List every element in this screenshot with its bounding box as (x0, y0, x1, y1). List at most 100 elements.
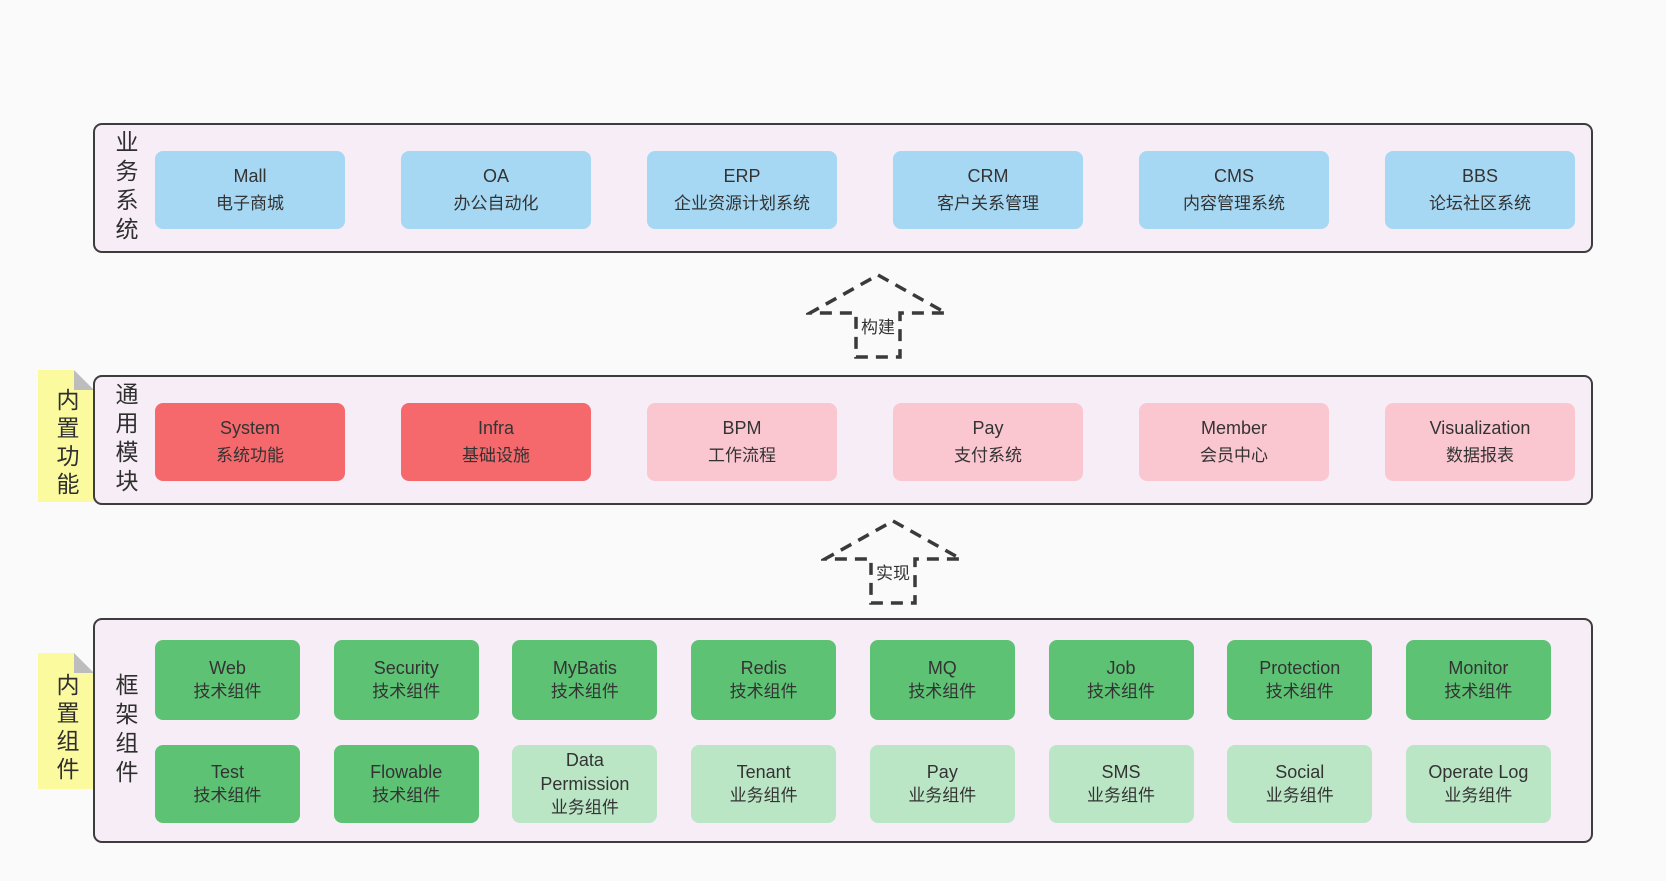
box-test: Test 技术组件 (155, 745, 300, 823)
box-title: Mall (233, 166, 267, 186)
box-job: Job 技术组件 (1048, 640, 1194, 720)
box-subtitle: 技术组件 (908, 682, 977, 701)
box-subtitle: 业务组件 (908, 786, 977, 805)
box-title: Tenant (736, 762, 791, 782)
box-crm: CRM 客户关系管理 (893, 151, 1083, 229)
box-pay: Pay 支付系统 (893, 403, 1083, 481)
box-subtitle: 业务组件 (729, 786, 798, 805)
arrow-build: 构建 (806, 272, 950, 360)
box-protection: Protection 技术组件 (1227, 640, 1373, 720)
box-title: SMS (1101, 762, 1141, 782)
box-subtitle: 支付系统 (954, 446, 1022, 465)
box-social: Social 业务组件 (1227, 745, 1373, 823)
box-pay-biz: Pay 业务组件 (869, 745, 1015, 823)
box-subtitle: 系统功能 (216, 446, 284, 465)
box-title: ERP (723, 166, 761, 186)
side-label-business-systems: 业务系统 (112, 130, 138, 246)
box-sms: SMS 业务组件 (1048, 745, 1194, 823)
box-security: Security 技术组件 (333, 640, 479, 720)
panel-common-modules: 通用模块 System 系统功能 Infra 基础设施 BPM 工作流程 Pay… (93, 375, 1593, 505)
box-title: Infra (477, 418, 515, 438)
box-subtitle: 技术组件 (1444, 682, 1513, 701)
box-bbs: BBS 论坛社区系统 (1385, 151, 1575, 229)
box-visualization: Visualization 数据报表 (1385, 403, 1575, 481)
box-subtitle: 内容管理系统 (1183, 194, 1285, 213)
box-redis: Redis 技术组件 (691, 640, 837, 720)
components-box-row-1: Web 技术组件 Security 技术组件 MyBatis 技术组件 Redi… (155, 640, 1551, 720)
box-subtitle: 业务组件 (1265, 786, 1334, 805)
panel-business-systems: 业务系统 Mall 电子商城 OA 办公自动化 ERP 企业资源计划系统 CRM… (93, 123, 1593, 253)
components-box-row-2: Test 技术组件 Flowable 技术组件 Data Permission … (155, 745, 1551, 823)
box-subtitle: 办公自动化 (453, 194, 539, 213)
box-subtitle: 技术组件 (1087, 682, 1156, 701)
box-title: Monitor (1448, 658, 1509, 678)
box-title: CRM (967, 166, 1009, 186)
box-subtitle: 电子商城 (216, 194, 284, 213)
box-erp: ERP 企业资源计划系统 (647, 151, 837, 229)
box-title: OA (482, 166, 509, 186)
box-tenant: Tenant 业务组件 (691, 745, 837, 823)
box-operate-log: Operate Log 业务组件 (1405, 745, 1551, 823)
sticky-note-label: 内置组件 (53, 673, 79, 785)
box-subtitle: 技术组件 (372, 786, 441, 805)
box-subtitle: 技术组件 (193, 682, 262, 701)
box-title: Pay (926, 762, 958, 782)
box-title: Job (1106, 658, 1136, 678)
side-label-common-modules: 通用模块 (112, 382, 138, 498)
box-title: Visualization (1429, 418, 1531, 438)
box-subtitle: 技术组件 (1265, 682, 1334, 701)
modules-box-row: System 系统功能 Infra 基础设施 BPM 工作流程 Pay 支付系统… (155, 403, 1575, 481)
box-title: Member (1200, 418, 1267, 438)
dashed-up-arrow-icon (806, 272, 950, 359)
box-title: Test (210, 762, 244, 782)
box-infra: Infra 基础设施 (401, 403, 591, 481)
box-mall: Mall 电子商城 (155, 151, 345, 229)
business-box-row: Mall 电子商城 OA 办公自动化 ERP 企业资源计划系统 CRM 客户关系… (155, 151, 1575, 229)
box-subtitle: 技术组件 (193, 786, 262, 805)
box-mq: MQ 技术组件 (869, 640, 1015, 720)
box-monitor: Monitor 技术组件 (1405, 640, 1551, 720)
box-subtitle: 基础设施 (462, 446, 530, 465)
box-title: MyBatis (552, 658, 617, 678)
box-subtitle: 业务组件 (1444, 786, 1513, 805)
box-title: BBS (1461, 166, 1499, 186)
box-title: CMS (1214, 166, 1254, 186)
box-title: MQ (927, 658, 957, 678)
box-title: Data Permission (540, 750, 630, 794)
box-subtitle: 数据报表 (1446, 446, 1514, 465)
box-title: Operate Log (1428, 762, 1529, 782)
sticky-note-label: 内置功能 (53, 388, 79, 500)
box-web: Web 技术组件 (155, 640, 300, 720)
arrow-implement-label: 实现 (873, 558, 913, 585)
box-title: Flowable (370, 762, 443, 782)
box-mybatis: MyBatis 技术组件 (512, 640, 658, 720)
sticky-note-builtin-features: 内置功能 (38, 370, 94, 502)
box-title: Web (209, 658, 246, 678)
box-subtitle: 技术组件 (372, 682, 441, 701)
box-data-permission: Data Permission 业务组件 (512, 745, 658, 823)
box-subtitle: 企业资源计划系统 (674, 194, 810, 213)
box-subtitle: 会员中心 (1200, 446, 1268, 465)
box-cms: CMS 内容管理系统 (1139, 151, 1329, 229)
box-subtitle: 技术组件 (550, 682, 619, 701)
arrow-build-label: 构建 (858, 312, 898, 339)
box-flowable: Flowable 技术组件 (333, 745, 479, 823)
dashed-up-arrow-icon (821, 518, 965, 605)
box-oa: OA 办公自动化 (401, 151, 591, 229)
box-title: Security (373, 658, 439, 678)
box-system: System 系统功能 (155, 403, 345, 481)
box-subtitle: 论坛社区系统 (1429, 194, 1531, 213)
side-label-framework-components: 框架组件 (112, 672, 138, 789)
box-subtitle: 业务组件 (1087, 786, 1156, 805)
box-bpm: BPM 工作流程 (647, 403, 837, 481)
box-subtitle: 工作流程 (708, 446, 776, 465)
box-subtitle: 客户关系管理 (937, 194, 1039, 213)
box-member: Member 会员中心 (1139, 403, 1329, 481)
panel-framework-components: 框架组件 Web 技术组件 Security 技术组件 MyBatis 技术组件… (93, 618, 1593, 843)
box-title: Protection (1259, 658, 1341, 678)
box-title: Pay (972, 418, 1004, 438)
box-title: System (219, 418, 280, 438)
box-subtitle: 业务组件 (550, 798, 619, 817)
arrow-implement: 实现 (821, 518, 965, 606)
